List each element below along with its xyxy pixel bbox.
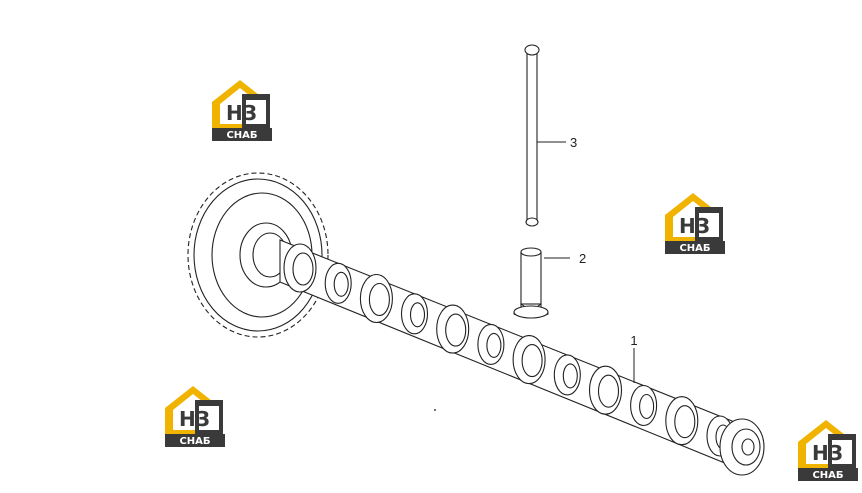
camshaft: [187, 172, 765, 476]
callout-lines: [537, 141, 635, 383]
cam-lobe: [512, 335, 546, 385]
cam-lobe-face: [368, 282, 390, 317]
brand-logo: НЗ СНАБ: [798, 420, 858, 481]
callout-2: 2: [579, 251, 586, 266]
cam-lobe: [477, 323, 505, 365]
logo-sub-text: СНАБ: [179, 436, 210, 447]
logo-sub-text: СНАБ: [226, 130, 257, 141]
brand-logo: НЗ СНАБ: [165, 386, 225, 447]
cam-lobe: [400, 293, 429, 335]
cam-lobe-face: [486, 332, 502, 358]
cam-lobe-face: [445, 313, 467, 347]
callout-1: 1: [630, 333, 637, 348]
cam-lobe-face: [409, 302, 426, 328]
cam-lobe: [436, 304, 470, 354]
logo-main-text: НЗ: [179, 407, 210, 431]
cam-lobe: [630, 384, 658, 427]
timing-gear: [187, 172, 329, 338]
cam-lobe-face: [597, 374, 620, 408]
cam-lobe-face: [292, 252, 314, 286]
cam-lobe: [588, 365, 623, 415]
cam-lobe-face: [521, 344, 543, 378]
stray-dot: [434, 409, 436, 411]
logo-sub-text: СНАБ: [679, 243, 710, 254]
shaft-end: [719, 418, 765, 476]
push-rod: [524, 44, 540, 227]
cam-lobe: [283, 243, 317, 293]
brand-logo: НЗ СНАБ: [665, 193, 725, 254]
cam-lobe: [665, 396, 699, 446]
tappet: [513, 247, 549, 319]
callout-3: 3: [570, 135, 577, 150]
logo-sub-text: СНАБ: [812, 470, 843, 481]
cam-lobe: [553, 354, 581, 396]
camshaft-lobes: [283, 243, 734, 457]
logo-main-text: НЗ: [679, 214, 710, 238]
cam-lobe-face: [333, 271, 349, 297]
cam-lobe-face: [639, 393, 655, 420]
cam-lobe: [359, 273, 393, 324]
cam-lobe: [324, 262, 352, 304]
brand-logo: НЗ СНАБ: [212, 80, 272, 141]
cam-lobe-face: [674, 405, 696, 439]
cam-lobe-face: [562, 363, 578, 389]
logo-main-text: НЗ: [812, 441, 843, 465]
logo-main-text: НЗ: [226, 101, 257, 125]
